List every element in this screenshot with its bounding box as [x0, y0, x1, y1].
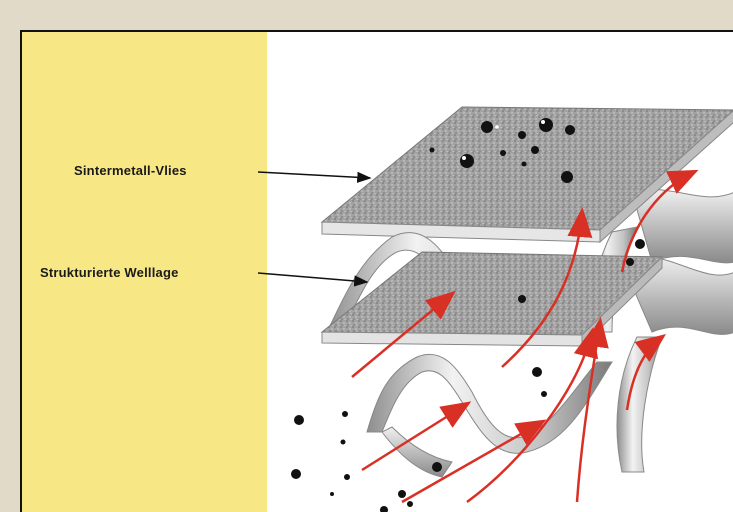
droplet: [407, 501, 413, 507]
droplet: [330, 492, 334, 496]
droplet: [532, 367, 542, 377]
droplet: [341, 440, 346, 445]
leader-arrow-welllage: [258, 273, 367, 282]
droplet: [500, 150, 506, 156]
droplet: [380, 506, 388, 512]
droplet: [626, 258, 634, 266]
diagram-frame: Sintermetall-Vlies Strukturierte Welllag…: [20, 30, 733, 512]
droplet: [294, 415, 304, 425]
lower-wave-layer: [367, 354, 612, 477]
droplet: [635, 239, 645, 249]
droplet: [565, 125, 575, 135]
droplet: [460, 154, 474, 168]
leader-arrow-vlies: [258, 172, 370, 178]
label-sintered-fleece: Sintermetall-Vlies: [74, 163, 187, 178]
droplet: [518, 295, 526, 303]
droplet: [531, 146, 539, 154]
droplet: [344, 474, 350, 480]
droplet: [432, 462, 442, 472]
flow-arrow: [577, 322, 600, 502]
droplet: [291, 469, 301, 479]
droplet: [342, 411, 348, 417]
droplet: [481, 121, 493, 133]
droplet: [539, 118, 553, 132]
droplet: [541, 391, 547, 397]
droplet: [522, 162, 527, 167]
droplet: [518, 131, 526, 139]
droplet: [398, 490, 406, 498]
label-corrugated-layer: Strukturierte Welllage: [40, 265, 179, 280]
droplet: [561, 171, 573, 183]
droplet: [430, 148, 435, 153]
